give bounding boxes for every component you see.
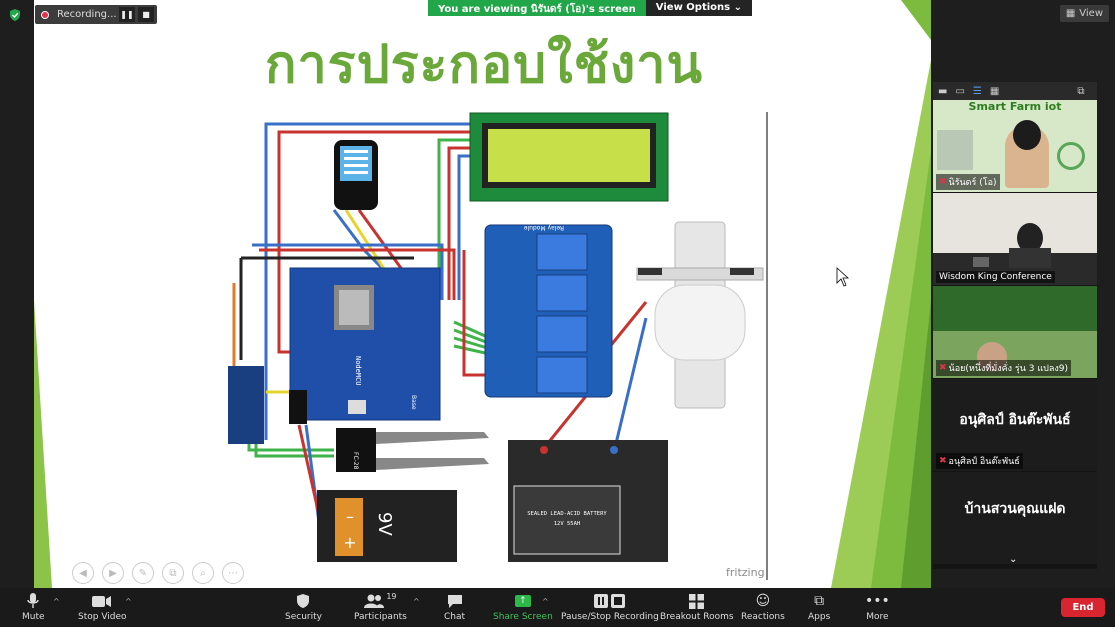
svg-text:+: + <box>343 533 356 552</box>
end-meeting-button[interactable]: End <box>1061 598 1105 617</box>
scroll-down-icon[interactable]: ⌄ <box>1009 554 1018 565</box>
stop-recording-button[interactable]: ■ <box>138 7 154 22</box>
prev-icon[interactable]: ◀ <box>72 562 94 584</box>
tile-banner: Smart Farm iot <box>968 100 1062 113</box>
slide-title: การประกอบใช้งาน <box>264 35 704 95</box>
pause-stop-recording-button[interactable]: Pause/Stop Recording <box>561 592 659 622</box>
svg-text:–: – <box>346 507 354 526</box>
chat-icon <box>447 592 463 610</box>
security-button[interactable]: Security <box>285 592 322 622</box>
shield-icon <box>296 592 310 610</box>
record-dot-icon <box>41 10 49 19</box>
participants-icon: 19 <box>364 592 397 610</box>
sensor-label: FC-28 <box>352 452 359 470</box>
video-options-caret-icon[interactable]: ^ <box>125 597 132 606</box>
more-icon[interactable]: ⋯ <box>222 562 244 584</box>
annotation-controls: ◀ ▶ ✎ ⧉ ⌕ ⋯ <box>72 562 244 584</box>
muted-mic-icon: ✖ <box>939 456 947 466</box>
battery-label: SEALED LEAD-ACID BATTERY <box>527 511 607 517</box>
muted-mic-icon: ✖ <box>939 363 947 373</box>
mute-button[interactable]: Mute <box>22 592 45 622</box>
slide-green-decoration-left <box>34 300 52 588</box>
participants-button[interactable]: 19 Participants <box>354 592 407 622</box>
participant-tile[interactable]: บ้านสวนคุณแฝด <box>933 472 1097 564</box>
share-screen-button[interactable]: ↑ Share Screen <box>493 592 553 622</box>
stop-video-button[interactable]: Stop Video <box>78 592 127 622</box>
participant-name: ✖น้อย(หนึ่งที่มั่งคั่ง รุ่น 3 แปลง9) <box>936 360 1071 376</box>
viewing-banner: You are viewing นิรันดร์ (โอ)'s screen V… <box>428 0 752 16</box>
participant-name: Wisdom King Conference <box>936 271 1055 283</box>
participant-tile[interactable]: อนุศิลป์ อินต๊ะพันธ์ ✖อนุศิลป์ อินต๊ะพัน… <box>933 379 1097 471</box>
camera-icon <box>92 592 112 610</box>
thumbnail-icon[interactable]: ▭ <box>955 85 965 97</box>
relay-label: Relay Module <box>523 224 564 231</box>
pen-icon[interactable]: ✎ <box>132 562 154 584</box>
gallery-toolbar: ▬ ▭ ☰ ▦ ⧉ <box>933 82 1097 100</box>
breakout-rooms-icon <box>689 592 705 610</box>
participants-count: 19 <box>386 592 397 601</box>
mcu-label: NodeMCU <box>354 356 362 386</box>
zoom-icon[interactable]: ⌕ <box>192 562 214 584</box>
popout-icon[interactable]: ⧉ <box>1077 85 1085 97</box>
pause-recording-button[interactable]: ❚❚ <box>119 7 135 22</box>
breakout-rooms-button[interactable]: Breakout Rooms <box>660 592 734 622</box>
recording-label: Recording... <box>57 9 117 20</box>
copy-icon[interactable]: ⧉ <box>162 562 184 584</box>
slide-green-decoration <box>831 0 931 588</box>
apps-button[interactable]: ⧉ Apps <box>808 593 831 622</box>
microphone-icon <box>27 592 39 610</box>
view-button[interactable]: ▦ View <box>1059 5 1109 22</box>
meeting-toolbar: Mute ^ Stop Video ^ Security 19 Particip… <box>0 588 1115 627</box>
fritzing-watermark: fritzing <box>726 566 765 579</box>
apps-icon: ⧉ <box>814 593 825 609</box>
next-icon[interactable]: ▶ <box>102 562 124 584</box>
reactions-button[interactable]: ☺ Reactions <box>741 593 785 622</box>
muted-mic-icon: ✖ <box>939 177 947 187</box>
battery-spec: 12V 55AH <box>554 521 581 527</box>
participant-gallery: ▬ ▭ ☰ ▦ ⧉ Smart Farm iot ✖นิรันดร์ (โอ) … <box>933 82 1097 569</box>
circuit-diagram: NodeMCU Base Relay Module <box>228 112 850 580</box>
more-icon: ••• <box>865 593 890 609</box>
participant-tile[interactable]: Wisdom King Conference <box>933 193 1097 285</box>
more-button[interactable]: ••• More <box>865 593 890 622</box>
participant-name: ✖อนุศิลป์ อินต๊ะพันธ์ <box>936 453 1023 469</box>
view-options-button[interactable]: View Options ⌄ <box>645 0 752 16</box>
viewing-label: You are viewing นิรันดร์ (โอ)'s screen <box>428 0 646 16</box>
share-screen-icon: ↑ <box>514 592 531 610</box>
speaker-view-icon[interactable]: ☰ <box>972 85 982 97</box>
recording-indicator: Recording... ❚❚ ■ <box>35 5 157 24</box>
participant-name: ✖นิรันดร์ (โอ) <box>936 174 1000 190</box>
grid-view-icon: ▦ <box>1065 8 1076 19</box>
chat-button[interactable]: Chat <box>444 592 465 622</box>
minimize-icon[interactable]: ▬ <box>938 85 948 97</box>
mute-options-caret-icon[interactable]: ^ <box>53 597 60 606</box>
shared-screen: การประกอบใช้งาน <box>34 0 931 588</box>
pause-stop-icon <box>593 592 626 610</box>
security-shield-icon[interactable] <box>8 8 22 22</box>
participant-display-name: บ้านสวนคุณแฝด <box>964 501 1066 517</box>
gallery-view-icon[interactable]: ▦ <box>989 85 1000 97</box>
base-label: Base <box>410 395 417 410</box>
participant-display-name: อนุศิลป์ อินต๊ะพันธ์ <box>959 412 1071 428</box>
participant-tile[interactable]: ✖น้อย(หนึ่งที่มั่งคั่ง รุ่น 3 แปลง9) <box>933 286 1097 378</box>
participant-tile[interactable]: Smart Farm iot ✖นิรันดร์ (โอ) <box>933 100 1097 192</box>
view-label: View <box>1079 8 1103 19</box>
nine-volt-label: 9V <box>374 512 395 536</box>
reactions-icon: ☺ <box>755 593 771 609</box>
participants-caret-icon[interactable]: ^ <box>413 597 420 606</box>
share-caret-icon[interactable]: ^ <box>542 597 549 606</box>
